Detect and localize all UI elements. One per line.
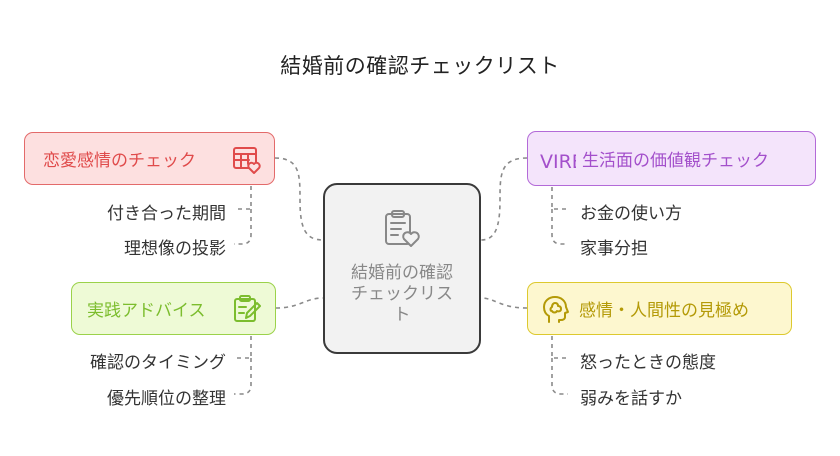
virb-icon: VIRB [540, 147, 585, 178]
virb-icon-text: VIRB [540, 151, 576, 173]
brain-head-icon [541, 295, 571, 330]
diagram-title: 結婚前の確認チェックリスト [280, 54, 560, 78]
connector-topic-2 [275, 297, 324, 309]
connector-leaf-2-2 [234, 358, 252, 395]
topic-emotion-character: 感情・人間性の見極め [527, 282, 792, 335]
leaf-2-2: 優先順位の整理 [107, 389, 226, 409]
calendar-heart-icon [231, 144, 261, 179]
connector-leaf-4-2 [551, 358, 568, 395]
leaf-4-2: 弱みを話すか [580, 389, 682, 409]
topic-label: 恋愛感情のチェック [43, 151, 196, 171]
connector-topic-4 [480, 297, 528, 309]
connector-leaf-4-1 [551, 336, 568, 359]
connector-leaf-2-1 [234, 336, 252, 359]
connector-leaf-3-1 [551, 187, 568, 210]
leaf-1-2: 理想像の投影 [124, 239, 226, 259]
center-label: 結婚前の確認チェックリスト [351, 263, 453, 325]
topic-lifestyle-values: VIRB 生活面の価値観チェック [527, 131, 816, 186]
connector-topic-3 [480, 157, 528, 241]
connector-leaf-1-2 [234, 209, 252, 245]
center-node: 結婚前の確認チェックリスト [323, 183, 481, 354]
topic-label: 感情・人間性の見極め [579, 301, 749, 321]
clipboard-heart-icon [380, 207, 424, 255]
clipboard-pen-icon [232, 294, 262, 329]
leaf-4-1: 怒ったときの態度 [580, 353, 716, 373]
topic-romance-check: 恋愛感情のチェック [24, 132, 275, 185]
connector-leaf-1-1 [234, 186, 252, 210]
topic-label: 実践アドバイス [87, 301, 206, 321]
topic-label: 生活面の価値観チェック [582, 151, 769, 171]
leaf-1-1: 付き合った期間 [107, 204, 226, 224]
leaf-3-1: お金の使い方 [580, 204, 682, 224]
connector-topic-1 [274, 157, 324, 241]
topic-practical-advice: 実践アドバイス [71, 282, 276, 335]
leaf-2-1: 確認のタイミング [90, 353, 226, 373]
leaf-3-2: 家事分担 [580, 239, 648, 259]
connector-leaf-3-2 [551, 209, 568, 245]
